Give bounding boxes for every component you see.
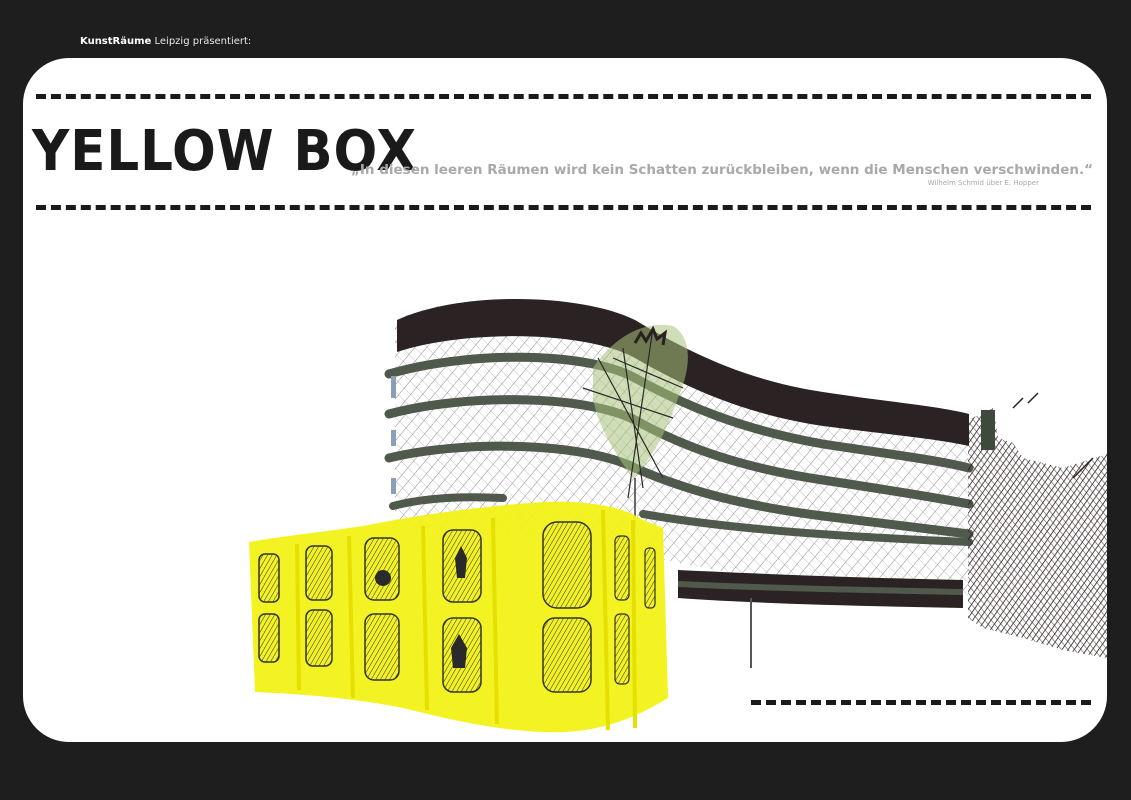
top-dashed-rule <box>36 94 1091 99</box>
presenter-line: KunstRäume Leipzig präsentiert: <box>80 36 251 47</box>
dark-right-structure <box>968 392 1107 658</box>
quote-attribution: Wilhelm Schmid über E. Hopper <box>927 179 1039 187</box>
building-sketch <box>249 298 1107 733</box>
presenter-brand: KunstRäume <box>80 36 152 47</box>
poster-quote: „In diesen leeren Räumen wird kein Schat… <box>351 162 1093 178</box>
yellow-box-sketch <box>249 501 668 733</box>
middle-dashed-rule <box>36 205 1091 210</box>
poster-card: YELLOW BOX „In diesen leeren Räumen wird… <box>23 58 1107 742</box>
presenter-text: Leipzig präsentiert: <box>151 36 252 47</box>
poster-title: YELLOW BOX <box>32 119 418 184</box>
tree-sketch <box>582 324 688 528</box>
bottom-dashed-rule <box>751 700 1091 705</box>
yellow-box-windows <box>258 521 656 693</box>
